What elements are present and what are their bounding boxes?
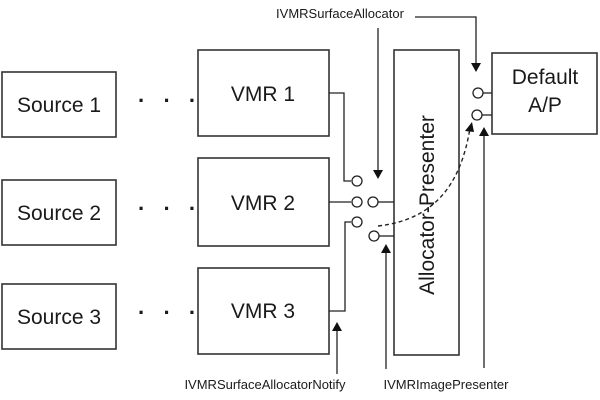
ellipsis-2: · · · bbox=[138, 196, 202, 221]
default-ap-node: Default A/P bbox=[491, 52, 598, 135]
allocator-presenter-label: Allocator-Presenter bbox=[416, 115, 439, 295]
dashed-delegation-arrow bbox=[377, 122, 474, 227]
image-presenter-arrow-to-default bbox=[479, 127, 489, 368]
allocator-presenter-node: Allocator-Presenter bbox=[393, 49, 460, 356]
source-label: Source 2 bbox=[17, 202, 101, 225]
vmr2-socket bbox=[351, 196, 363, 208]
default-ap-label-line1: Default bbox=[512, 66, 579, 89]
ellipsis-3: · · · bbox=[138, 300, 202, 325]
allocator-socket-lower bbox=[368, 230, 394, 242]
source-node-1: Source 1 bbox=[1, 71, 117, 138]
ellipsis-1: · · · bbox=[138, 88, 202, 113]
vmr-label: VMR 1 bbox=[231, 83, 295, 106]
ivmr-surface-allocator-label: IVMRSurfaceAllocator bbox=[276, 6, 405, 21]
vmr-label: VMR 3 bbox=[231, 300, 295, 323]
ivmr-image-presenter-label: IVMRImagePresenter bbox=[384, 377, 510, 392]
surface-allocator-arrow-to-default bbox=[415, 16, 481, 72]
vmr3-connector bbox=[329, 216, 363, 312]
vmr-label: VMR 2 bbox=[231, 192, 295, 215]
vmr-node-2: VMR 2 bbox=[197, 157, 330, 247]
surface-allocator-arrow-to-allocator bbox=[373, 28, 383, 179]
vmr3-socket bbox=[351, 216, 363, 228]
vmr-node-3: VMR 3 bbox=[197, 267, 330, 355]
image-presenter-arrow-to-allocator bbox=[381, 244, 391, 369]
source-label: Source 1 bbox=[17, 94, 101, 117]
default-ap-label-line2: A/P bbox=[528, 94, 562, 117]
surface-allocator-notify-arrow bbox=[332, 322, 342, 374]
ivmr-surface-allocator-notify-label: IVMRSurfaceAllocatorNotify bbox=[184, 377, 346, 392]
default-ap-socket-upper bbox=[472, 87, 492, 99]
vmr1-connector bbox=[329, 92, 363, 187]
vmr2-connector bbox=[329, 196, 363, 208]
source-label: Source 3 bbox=[17, 306, 101, 329]
vmr1-socket bbox=[351, 175, 363, 187]
source-node-2: Source 2 bbox=[1, 179, 117, 246]
vmr-node-1: VMR 1 bbox=[197, 49, 330, 137]
allocator-socket-upper bbox=[367, 196, 394, 208]
source-node-3: Source 3 bbox=[1, 283, 117, 350]
default-ap-socket-lower bbox=[471, 109, 492, 121]
